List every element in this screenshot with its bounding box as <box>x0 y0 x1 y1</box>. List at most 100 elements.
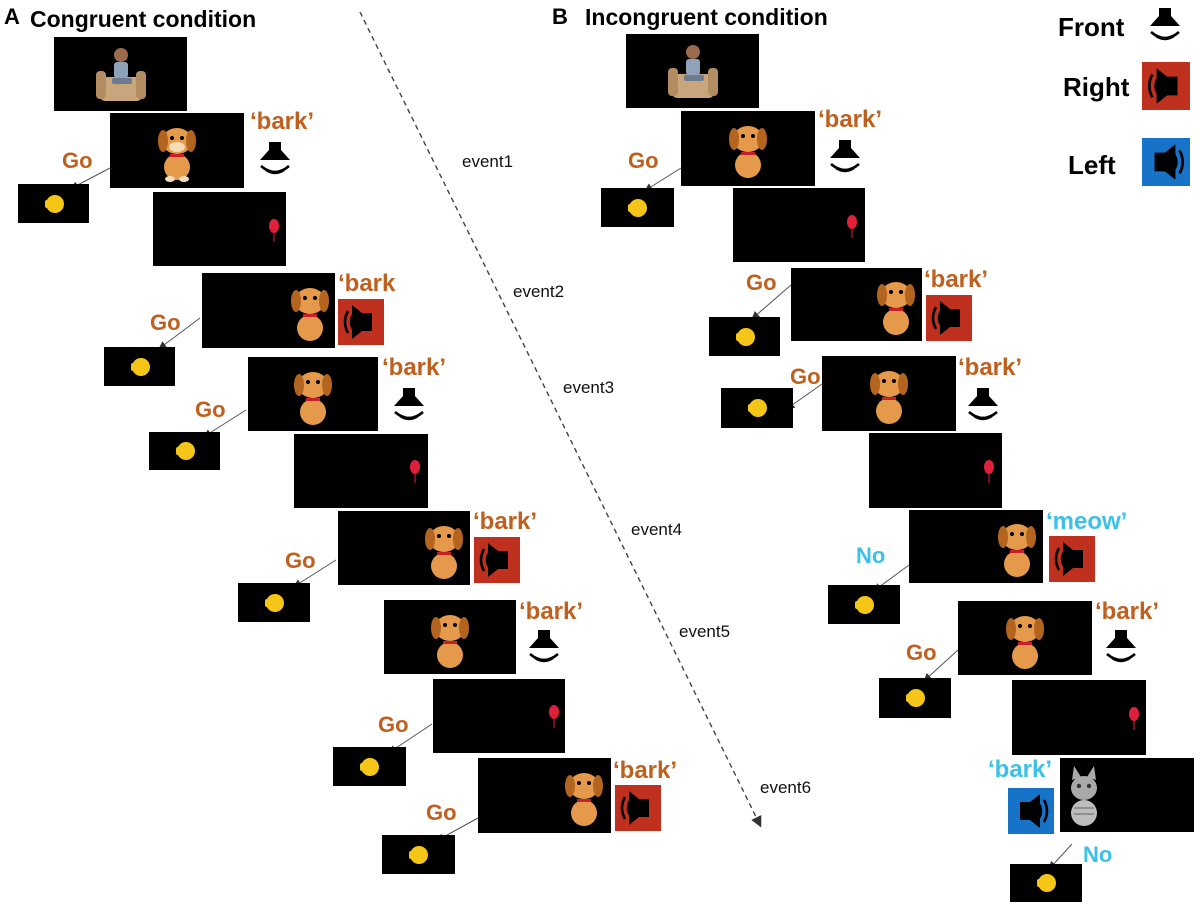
sound-label-bark: ‘bark’ <box>382 354 447 381</box>
reward-frame <box>238 583 310 622</box>
thumbs-up-icon <box>748 399 767 417</box>
sound-label-bark: ‘bark’ <box>519 598 584 625</box>
balloon-frame <box>153 192 286 266</box>
response-go: Go <box>378 712 409 737</box>
dog-icon <box>431 615 469 668</box>
balloon-icon <box>410 460 420 483</box>
legend-front-label: Front <box>1058 12 1125 42</box>
response-go: Go <box>285 548 316 573</box>
dog-icon <box>870 371 908 424</box>
panel-title-incongruent: Incongruent condition <box>585 4 828 30</box>
response-go: Go <box>150 310 181 335</box>
sound-label-bark: ‘bark’ <box>250 108 315 135</box>
event-label: event4 <box>631 520 683 539</box>
dog-frame <box>384 600 516 674</box>
response-arrow <box>158 317 201 350</box>
response-go: Go <box>426 800 457 825</box>
response-arrow <box>786 383 823 410</box>
response-arrow <box>293 559 337 588</box>
event-label: event1 <box>462 152 514 171</box>
response-arrow <box>751 284 792 320</box>
dog-frame <box>681 111 815 186</box>
response-no: No <box>1083 842 1113 867</box>
thumbs-up-icon <box>409 846 428 864</box>
thumbs-up-icon <box>906 689 925 707</box>
thumbs-up-icon <box>176 442 195 460</box>
balloon-frame <box>1012 680 1146 755</box>
front-speaker-icon <box>830 140 860 173</box>
balloon-icon <box>984 460 994 483</box>
reward-frame <box>18 184 89 223</box>
dog-frame <box>478 758 611 833</box>
sound-label-bark: ‘bark’ <box>988 756 1053 783</box>
dog-icon <box>294 372 332 425</box>
sound-label-bark: ‘bark’ <box>818 106 883 133</box>
reward-frame <box>104 347 175 386</box>
dog-frame <box>248 357 378 431</box>
dog-icon <box>1006 616 1044 669</box>
sound-label-bark: ‘bark’ <box>1095 598 1160 625</box>
reward-frame <box>721 388 793 428</box>
dog-frame <box>110 113 244 188</box>
sound-label-bark: ‘bark’ <box>473 508 538 535</box>
event-label: event6 <box>760 778 812 797</box>
front-speaker-icon <box>529 630 559 663</box>
sound-label-bark: ‘bark <box>338 270 396 297</box>
dog-icon <box>291 288 329 341</box>
response-arrow <box>923 649 959 682</box>
response-go: Go <box>62 148 93 173</box>
thumbs-up-icon <box>265 594 284 612</box>
child-on-sofa-icon <box>96 48 146 101</box>
panel-letter-a: A <box>4 4 20 29</box>
dog-icon <box>425 526 463 579</box>
dog-icon <box>158 128 196 182</box>
reward-frame <box>828 585 900 624</box>
sound-label-meow: ‘meow’ <box>1046 508 1128 535</box>
response-go: Go <box>906 640 937 665</box>
start-frame <box>626 34 759 108</box>
thumbs-up-icon <box>360 758 379 776</box>
balloon-icon <box>549 705 559 728</box>
balloon-frame <box>733 188 865 262</box>
dog-icon <box>565 773 603 826</box>
response-arrow <box>203 409 247 438</box>
dog-icon <box>877 282 915 335</box>
thumbs-up-icon <box>131 358 150 376</box>
start-frame <box>54 37 187 111</box>
response-go: Go <box>195 397 226 422</box>
response-no: No <box>856 543 886 568</box>
dog-icon <box>998 524 1036 577</box>
right-speaker-icon <box>474 537 520 583</box>
dog-frame <box>202 273 335 348</box>
event-label: event3 <box>563 378 615 397</box>
front-speaker-icon <box>968 388 998 421</box>
reward-frame <box>709 317 780 356</box>
thumbs-up-icon <box>855 596 874 614</box>
sound-label-bark: ‘bark’ <box>958 354 1023 381</box>
balloon-icon <box>847 215 857 238</box>
thumbs-up-icon <box>45 195 64 213</box>
reward-frame <box>382 835 455 874</box>
balloon-frame <box>294 434 428 508</box>
right-speaker-icon <box>1142 62 1190 110</box>
legend-left-label: Left <box>1068 150 1116 180</box>
event-label: event5 <box>679 622 731 641</box>
thumbs-up-icon <box>628 199 647 217</box>
right-speaker-icon <box>926 295 972 341</box>
balloon-icon <box>269 219 279 242</box>
left-speaker-icon <box>1142 138 1190 186</box>
balloon-frame <box>869 433 1002 508</box>
reward-frame <box>879 678 951 718</box>
cat-icon <box>1071 766 1097 826</box>
sound-label-bark: ‘bark’ <box>924 266 989 293</box>
response-go: Go <box>746 270 777 295</box>
front-speaker-icon <box>1106 630 1136 663</box>
thumbs-up-icon <box>736 328 755 346</box>
panel-title-congruent: Congruent condition <box>30 6 257 32</box>
dog-icon <box>729 126 767 178</box>
event-label: event2 <box>513 282 565 301</box>
front-speaker-icon <box>394 388 424 421</box>
response-arrow <box>644 167 682 192</box>
dog-frame <box>909 510 1043 583</box>
